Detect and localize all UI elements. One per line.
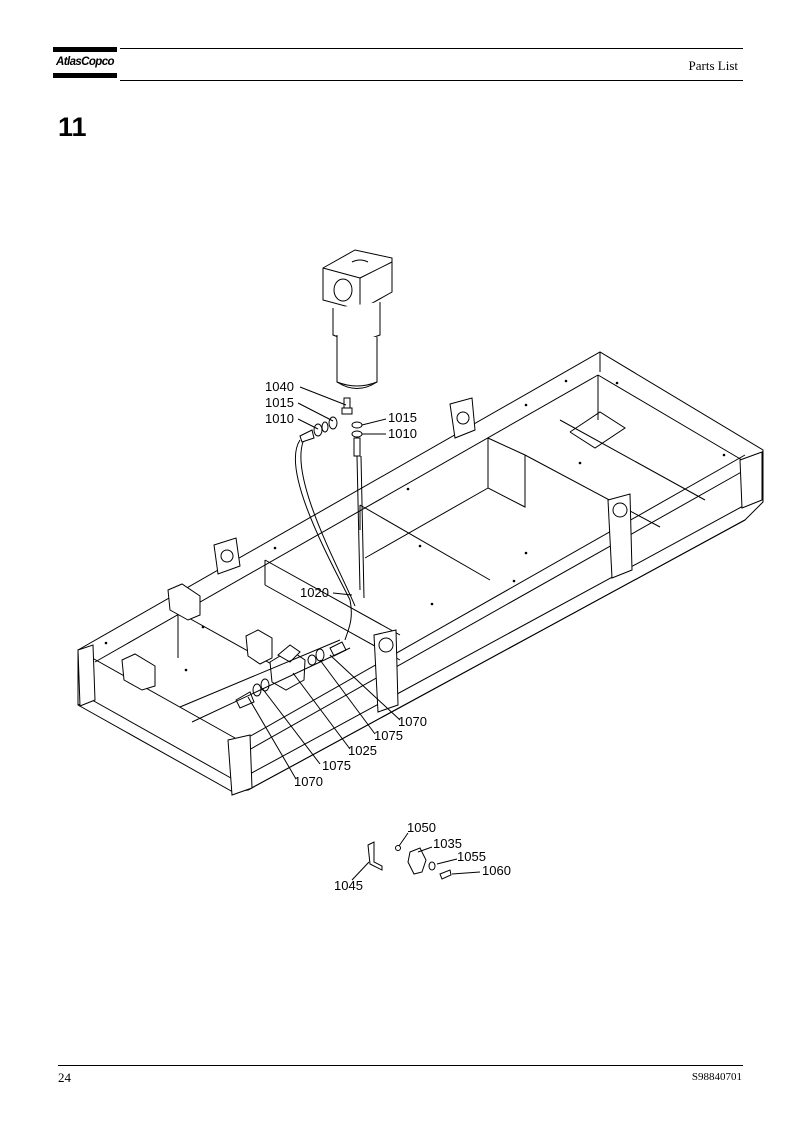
header-rule-top <box>120 48 743 49</box>
document-id: S98840701 <box>691 1071 742 1083</box>
page-number: 24 <box>58 1070 71 1085</box>
callout-1010-left: 1010 <box>265 411 294 426</box>
filter-assembly <box>294 249 393 641</box>
callout-1060: 1060 <box>482 863 511 878</box>
callout-1070-left: 1070 <box>294 774 323 789</box>
valve-assembly <box>179 639 351 723</box>
leader-lines <box>247 386 481 881</box>
logo-text: AtlasCopco <box>56 56 115 68</box>
frame-drawing <box>77 351 764 796</box>
callout-1020: 1020 <box>300 585 329 600</box>
callout-1035: 1035 <box>433 836 462 851</box>
callout-1050: 1050 <box>407 820 436 835</box>
atlas-copco-logo: AtlasCopco <box>53 47 117 79</box>
logo-bar-bottom <box>53 73 117 78</box>
callout-1075-left: 1075 <box>322 758 351 773</box>
callout-1010-right: 1010 <box>388 426 417 441</box>
logo-bar-top <box>53 47 117 52</box>
callout-1075-right: 1075 <box>374 728 403 743</box>
footer-rule <box>58 1065 743 1066</box>
callout-1040: 1040 <box>265 379 294 394</box>
callout-1055: 1055 <box>457 849 486 864</box>
callout-1070-right: 1070 <box>398 714 427 729</box>
callout-1015-left: 1015 <box>265 395 294 410</box>
callout-1025: 1025 <box>348 743 377 758</box>
section-number: 11 <box>58 112 87 142</box>
header-rule-bottom <box>120 80 743 81</box>
small-parts-group <box>367 841 452 880</box>
callout-1045: 1045 <box>334 878 363 893</box>
callout-1015-right: 1015 <box>388 410 417 425</box>
header-title: Parts List <box>688 58 738 73</box>
